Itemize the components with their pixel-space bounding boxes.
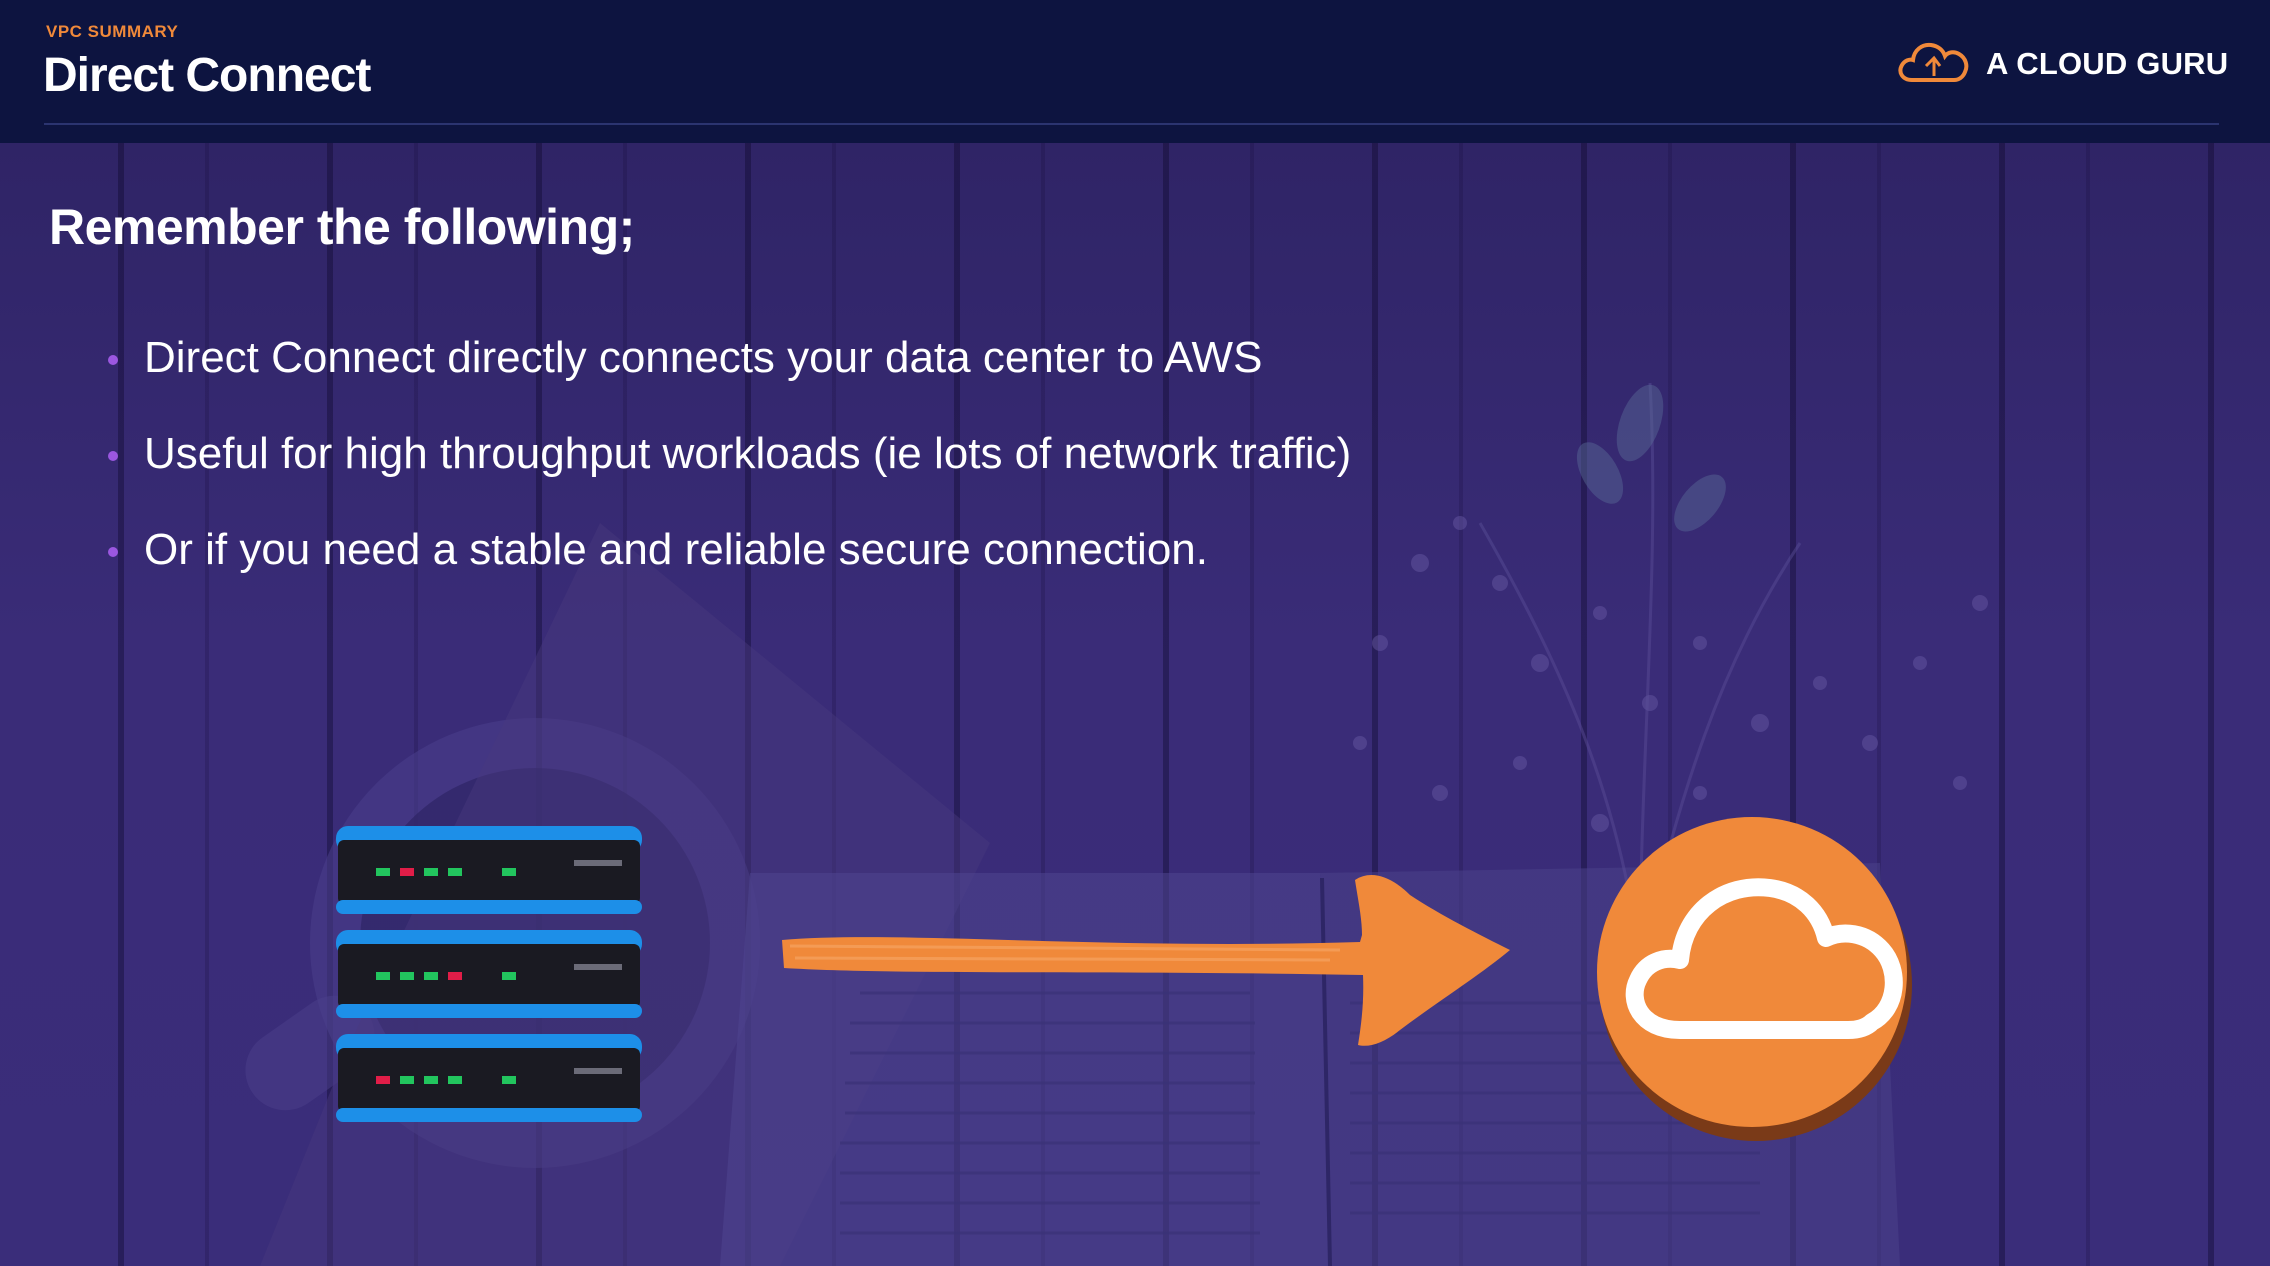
slide-header: VPC SUMMARY Direct Connect A CLOUD GURU [0, 0, 2270, 143]
server-unit [336, 1034, 642, 1122]
cloud-icon [1597, 817, 1912, 1141]
bullet-dot-icon [108, 547, 118, 557]
server-unit [336, 930, 642, 1018]
bullet-item: Or if you need a stable and reliable sec… [108, 502, 1351, 598]
content-subtitle: Remember the following; [49, 199, 635, 255]
header-divider [44, 123, 2219, 125]
server-unit [336, 826, 642, 914]
arrow-right-icon [782, 875, 1510, 1046]
bullet-item: Direct Connect directly connects your da… [108, 310, 1351, 406]
bullet-text: Useful for high throughput workloads (ie… [144, 429, 1352, 478]
slide-title: Direct Connect [43, 49, 371, 102]
brand-name: A CLOUD GURU [1986, 46, 2229, 81]
bullet-list: Direct Connect directly connects your da… [108, 310, 1351, 598]
section-label: VPC SUMMARY [46, 22, 179, 41]
bullet-text: Or if you need a stable and reliable sec… [144, 525, 1208, 574]
server-rack-icon [336, 826, 642, 1122]
bullet-dot-icon [108, 451, 118, 461]
cloud-logo-icon [1898, 42, 1969, 82]
bullet-text: Direct Connect directly connects your da… [144, 333, 1263, 382]
bullet-item: Useful for high throughput workloads (ie… [108, 406, 1351, 502]
bullet-dot-icon [108, 355, 118, 365]
